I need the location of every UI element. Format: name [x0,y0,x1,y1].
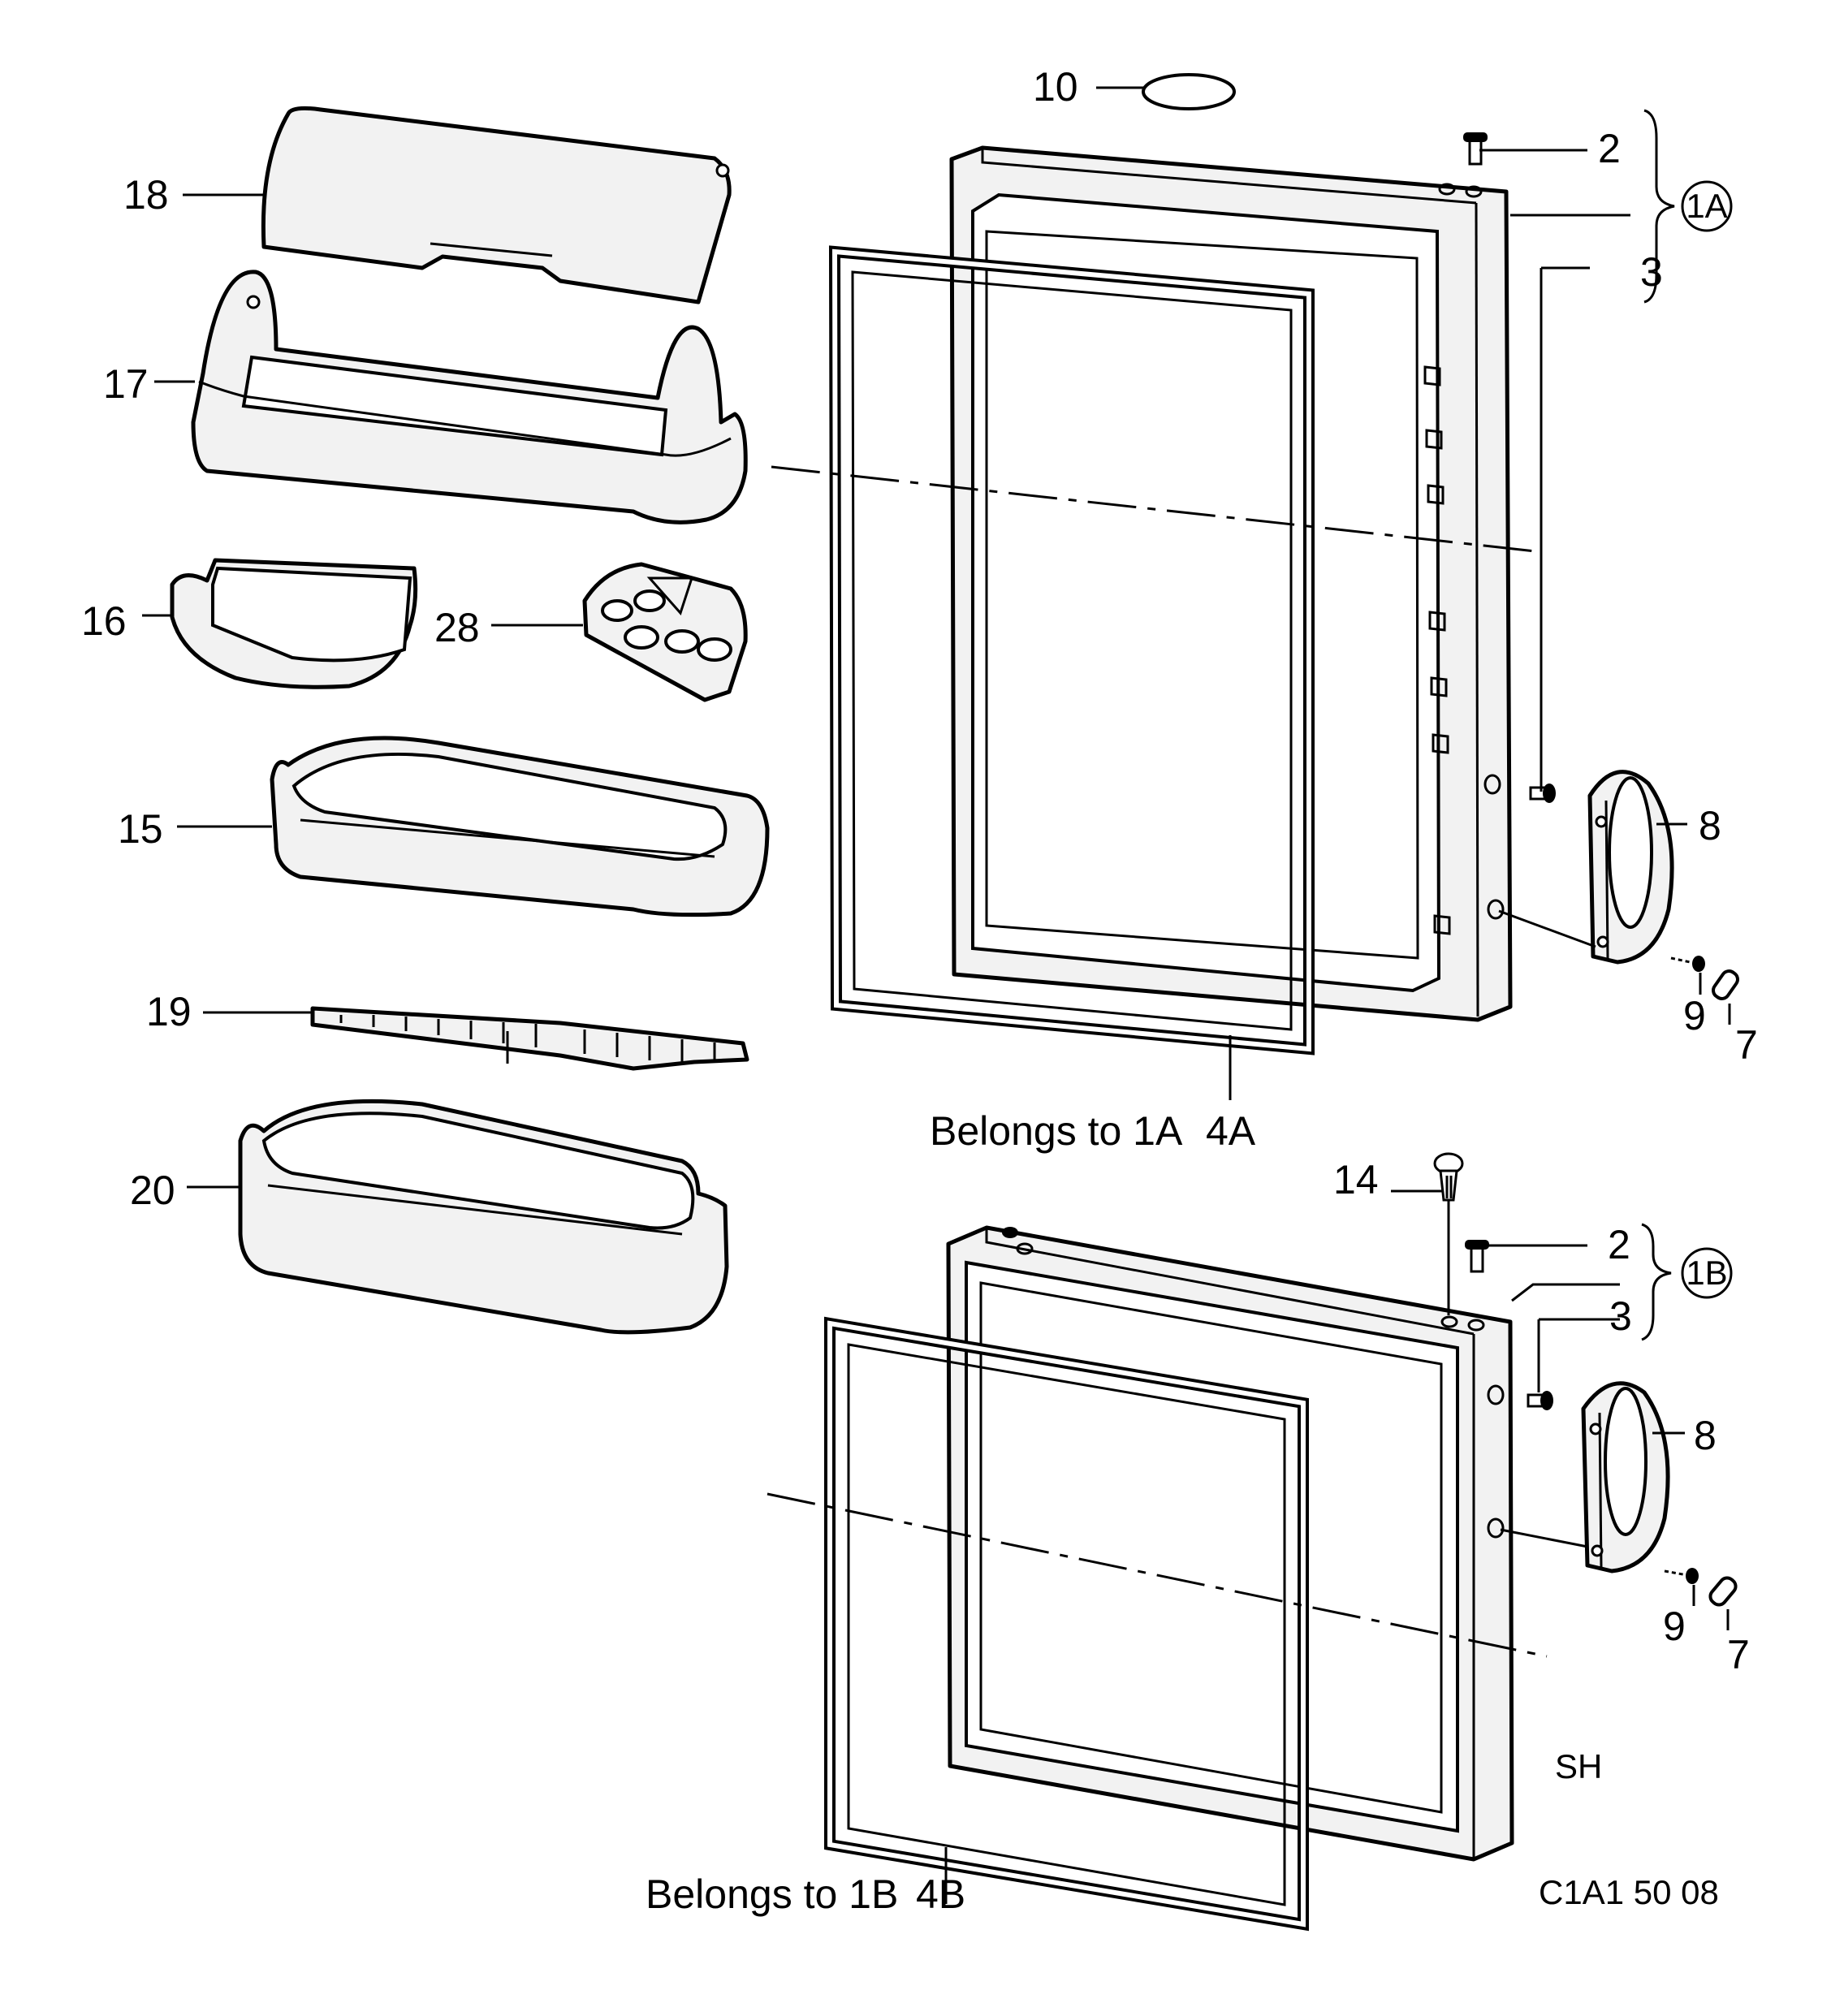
label-14: 14 [1333,1157,1379,1202]
label-3-1b: 3 [1609,1293,1632,1339]
bracket-1a [1643,109,1675,304]
label-16: 16 [81,598,127,644]
part-17-bin [191,270,748,525]
door-1a-handle-hole-bottom [1487,899,1505,920]
guide-line-1a [771,465,1544,554]
part-28-egg-tray [582,562,748,702]
handle-8b [1581,1381,1670,1574]
handle-8a [1587,770,1674,965]
door-1a [949,145,1513,1022]
callout-circle-1a [1681,180,1733,232]
door-1a-shelf-hooks [1423,365,1451,935]
screw-9a [1670,956,1705,972]
label-17: 17 [103,361,149,407]
part-18-lid [261,106,732,304]
cap-7a [1712,969,1739,1000]
door-1b-handle-hole-top [1487,1384,1505,1405]
cap-7b [1708,1576,1738,1607]
door-1b [946,1225,1514,1862]
callout-circle-1b [1681,1247,1733,1299]
badge-10 [1142,73,1236,110]
part-16-small-bin [170,558,418,689]
drawing-code: C1A1 50 08 [1539,1873,1719,1911]
part-20-shelf [238,1099,729,1335]
label-1a: 1A [1686,187,1727,225]
label-19: 19 [146,989,192,1034]
label-10: 10 [1033,64,1078,110]
screw-3a [1529,784,1556,803]
label-sh: SH [1555,1747,1602,1785]
label-15: 15 [118,806,163,852]
bracket-1b [1641,1223,1672,1341]
screw-9b [1664,1568,1699,1584]
label-2-1a: 2 [1598,126,1621,171]
label-28: 28 [434,605,480,650]
label-8-1b: 8 [1694,1413,1717,1458]
note-belongs-to-1a: Belongs to 1A [930,1108,1183,1154]
label-20: 20 [130,1168,175,1213]
guide-line-1b [767,1492,1548,1658]
label-8-1a: 8 [1699,803,1721,848]
label-3-1a: 3 [1640,249,1663,295]
label-4b: 4B [916,1871,965,1917]
part-19-rail [310,1006,749,1071]
part-14-plug [1433,1152,1464,1202]
label-7-1a: 7 [1735,1022,1758,1068]
screw-2b [1465,1240,1489,1273]
label-18: 18 [123,172,169,218]
door-1a-handle-hole-top [1483,774,1501,795]
label-9-1b: 9 [1663,1604,1686,1649]
gasket-4b [824,1316,1309,1932]
gasket-4a [828,245,1315,1055]
door-1a-inner-liner [971,192,1441,993]
label-2-1b: 2 [1608,1222,1630,1267]
label-4a: 4A [1206,1108,1256,1154]
part-15-shelf [270,736,770,917]
note-belongs-to-1b: Belongs to 1B [646,1871,898,1917]
screw-3b [1527,1391,1553,1410]
door-1b-handle-hole-bottom [1487,1517,1505,1539]
label-1b: 1B [1686,1254,1727,1292]
screw-2a [1463,132,1488,166]
label-7-1b: 7 [1727,1632,1750,1677]
label-9-1a: 9 [1683,993,1706,1038]
